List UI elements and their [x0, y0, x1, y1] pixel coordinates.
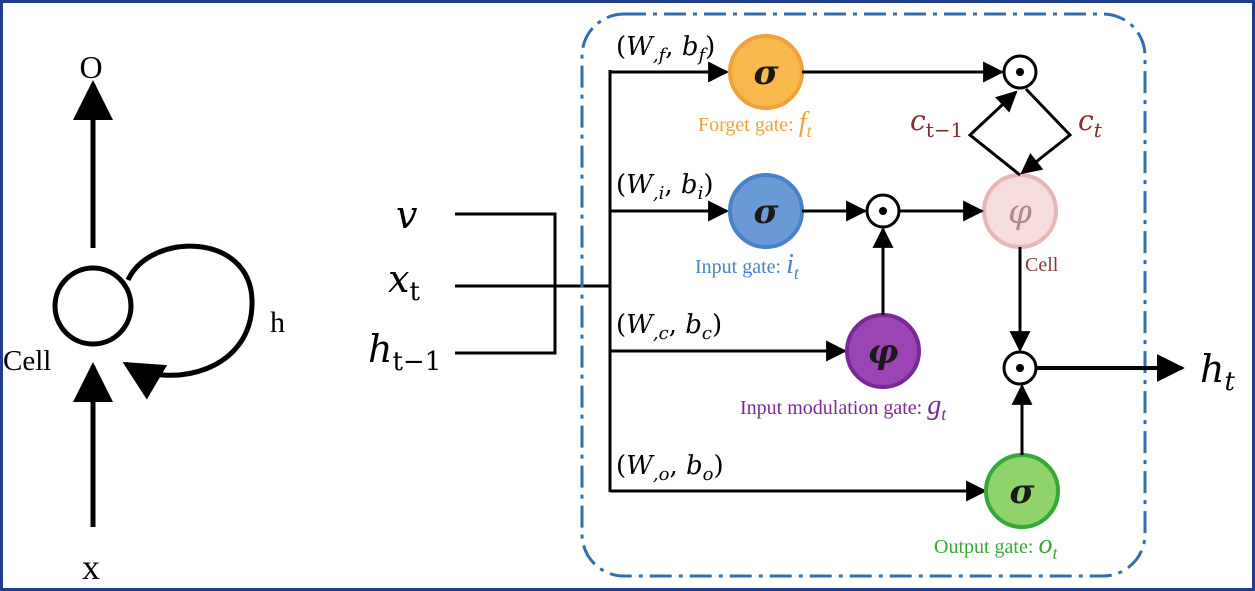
modulation-gate: φ [845, 313, 921, 389]
c-main: c [1078, 104, 1094, 137]
c-sub: t [1094, 118, 1103, 142]
input-h-main: h [368, 327, 392, 371]
modulation-gate-symbol: φ [868, 332, 899, 372]
forget-gate-var: f [799, 107, 810, 138]
input-x-label: xt [388, 257, 420, 307]
forget-gate-symbol: σ [753, 53, 779, 93]
weight-modulation-bsub: c [702, 323, 712, 344]
output-h-main: h [1200, 347, 1224, 391]
weight-input-b: b [681, 170, 698, 200]
multiply-node-forget [1002, 54, 1038, 90]
left-recurrent-loop [122, 243, 255, 400]
left-rnn-cell: O h Cell x [3, 49, 285, 587]
c-prev-label: ct−1 [910, 104, 963, 142]
output-h-sub: t [1224, 367, 1235, 397]
forget-gate-label: Forget gate: ft [698, 107, 813, 141]
multiply-node-input [865, 193, 901, 229]
weight-modulation: (W,c, bc) [616, 310, 722, 344]
input-gate-label: Input gate: it [695, 249, 800, 283]
input-gate: σ [728, 173, 804, 249]
input-gate-var: i [786, 249, 794, 280]
weight-output: (W,o, bo) [616, 451, 724, 485]
modulation-gate-var: g [927, 390, 941, 421]
input-gate-sub: t [794, 263, 800, 283]
multiply-input-dot [879, 207, 887, 215]
forget-gate-sub: t [807, 121, 813, 141]
weight-input-Wsub: ,i [653, 183, 664, 204]
c-prev-sub: t−1 [926, 118, 964, 142]
inputs: v xt ht−1 [368, 193, 610, 377]
weight-output-W: W [626, 451, 655, 481]
left-output-label: O [79, 49, 102, 85]
input-h-label: ht−1 [368, 327, 441, 377]
input-gate-label-text: Input gate: [695, 256, 786, 278]
left-cell-label: Cell [3, 345, 51, 377]
input-h-line [455, 287, 557, 355]
output-gate-label: Output gate: ot [934, 529, 1058, 563]
modulation-gate-label: Input modulation gate: gt [740, 390, 947, 424]
multiply-output-dot [1016, 364, 1024, 372]
input-v-label: v [396, 193, 418, 237]
output-gate-var: o [1038, 529, 1052, 560]
weight-output-b: b [686, 451, 703, 481]
input-x-main: x [388, 257, 409, 301]
forget-gate-label-text: Forget gate: [698, 114, 799, 136]
forget-gate: σ [728, 34, 804, 110]
input-gate-symbol: σ [753, 192, 779, 232]
output-gate-sub: t [1052, 543, 1058, 563]
weight-input-W: W [626, 170, 655, 200]
weight-input: (W,i, bi) [616, 170, 713, 204]
cell-node-symbol: φ [1008, 192, 1032, 232]
modulation-gate-sub: t [941, 404, 947, 424]
output-h-label: ht [1200, 347, 1235, 397]
lstm-dashed-box [580, 12, 1147, 578]
weight-forget-Wsub: ,f [653, 45, 669, 66]
weight-forget-W: W [626, 32, 655, 62]
modulation-gate-label-text: Input modulation gate: [740, 397, 927, 419]
input-v-line [455, 212, 557, 285]
weight-forget: (W,f, bf) [616, 32, 715, 66]
weight-output-Wsub: ,o [653, 464, 670, 485]
weight-forget-b: b [682, 32, 699, 62]
output-gate-symbol: σ [1009, 472, 1035, 512]
c-label: ct [1078, 104, 1103, 142]
weight-modulation-Wsub: ,c [653, 323, 669, 344]
weight-input-bsub: i [698, 183, 704, 204]
cell-node-label: Cell [1025, 254, 1059, 276]
output-gate-label-text: Output gate: [934, 536, 1038, 558]
weight-modulation-b: b [685, 310, 702, 340]
multiply-node-output [1002, 350, 1038, 386]
left-input-label: x [82, 547, 100, 587]
input-h-sub: t−1 [392, 347, 441, 377]
output-gate: σ [984, 453, 1060, 529]
multiply-forget-dot [1016, 68, 1024, 76]
left-cell-circle [52, 265, 134, 347]
cell-node: φ [982, 173, 1058, 249]
weight-modulation-W: W [626, 310, 655, 340]
cell-state-right-path [1020, 87, 1073, 175]
weight-output-bsub: o [703, 464, 714, 485]
c-prev-main: c [910, 104, 926, 137]
cell-state-left-path [967, 90, 1021, 177]
input-x-sub: t [409, 277, 420, 307]
left-recurrent-label: h [270, 306, 285, 339]
